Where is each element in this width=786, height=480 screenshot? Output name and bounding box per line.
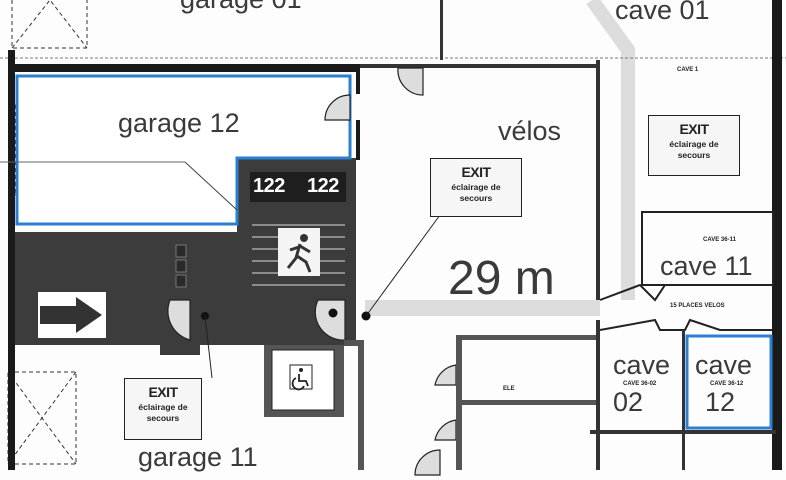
stair-number: 122: [253, 175, 285, 197]
exit-line1: éclairage de: [138, 402, 188, 412]
small-label-cave-36-12: CAVE 36-12: [710, 381, 744, 387]
garage-12-outline: [15, 74, 352, 226]
room-label-velos: vélos: [498, 116, 562, 146]
room-label-garage-11: garage 11: [138, 442, 258, 472]
exit-title: EXIT: [679, 121, 709, 137]
wall-top: [8, 64, 358, 72]
exit-line1: éclairage de: [669, 139, 719, 149]
room-label-cave-02-word: cave: [613, 350, 671, 380]
room-label-cave-02-num: 02: [613, 387, 644, 417]
route-band-horizontal: [365, 300, 600, 316]
room-label-garage-12: garage 12: [118, 108, 240, 138]
room-label-garage-01: garage 01: [180, 0, 302, 13]
exit-title: EXIT: [148, 384, 178, 400]
room-label-cave-12-word: cave: [695, 350, 753, 380]
room-label-cave-01: cave 01: [615, 0, 710, 25]
wall-left: [8, 50, 15, 470]
wheelchair-icon: [289, 364, 313, 391]
small-label-ele: ELE: [503, 386, 515, 392]
exit-title: EXIT: [461, 164, 491, 180]
stair-number: 122: [307, 175, 339, 197]
small-label-cave-36-11: CAVE 36-11: [703, 237, 736, 243]
exit-line2: secours: [677, 150, 711, 161]
small-label-places-velos: 15 PLACES VELOS: [670, 303, 725, 309]
exit-line2: secours: [459, 193, 493, 204]
room-label-cave-11: cave 11: [660, 251, 753, 281]
wall-right: [772, 0, 782, 470]
route-band-diagonal: [586, 0, 635, 300]
small-label-cave-36-02: CAVE 36-02: [623, 381, 657, 387]
exit-sign-left: EXIT éclairage de secours: [124, 378, 202, 440]
exit-sign-middle: EXIT éclairage de secours: [430, 158, 522, 217]
room-label-cave-12-num: 12: [705, 387, 736, 417]
exit-line1: éclairage de: [451, 182, 501, 192]
area-label: 29 m: [448, 252, 555, 305]
exit-line2: secours: [146, 413, 180, 424]
exit-sign-right: EXIT éclairage de secours: [648, 115, 740, 176]
small-label-cave-1: CAVE 1: [677, 67, 699, 73]
cave-12-outline: [685, 334, 773, 430]
